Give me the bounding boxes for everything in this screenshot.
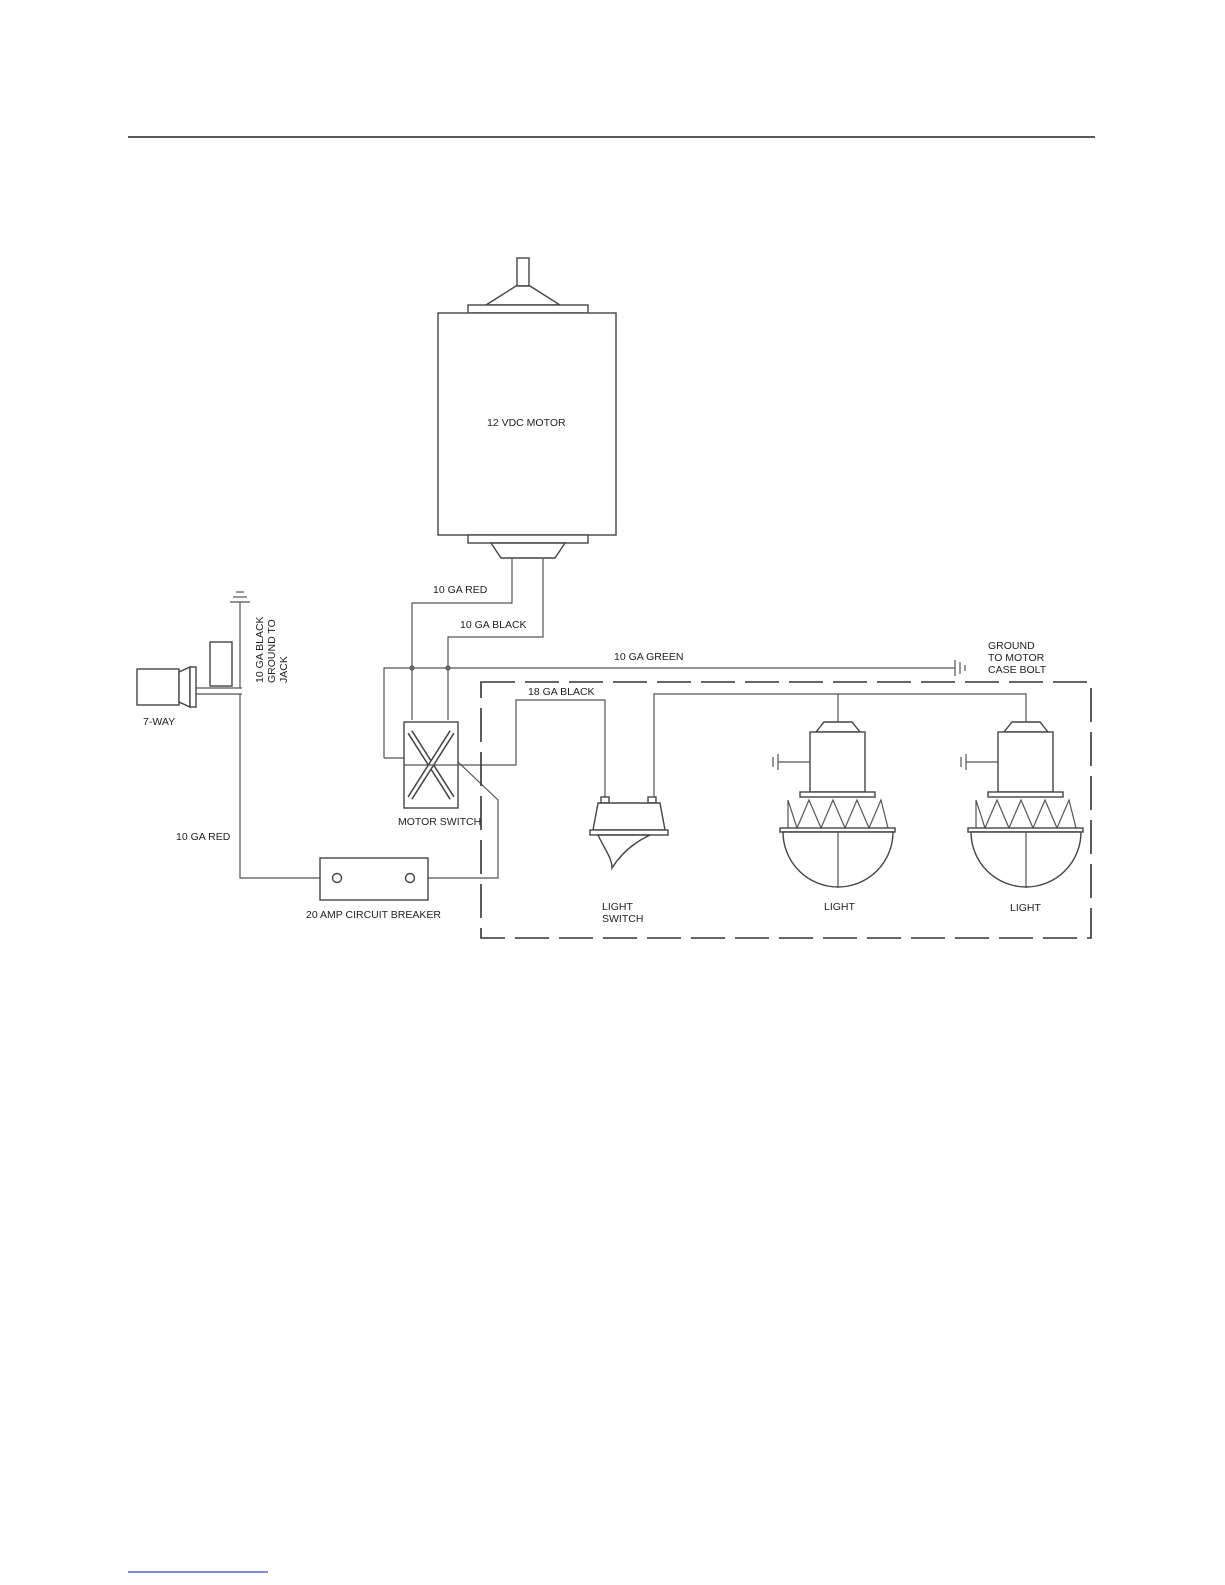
label-10ga-red-top: 10 GA RED [433,584,488,596]
label-ground-motor-3: CASE BOLT [988,664,1047,676]
light-switch-label-1: LIGHT [602,901,634,913]
circuit-breaker-label: 20 AMP CIRCUIT BREAKER [306,909,441,921]
light-switch-label-2: SWITCH [602,913,643,925]
motor-switch: MOTOR SWITCH [398,722,481,828]
wire-10ga-red-left [240,694,320,878]
label-black-ground-2: GROUND TO [266,619,278,683]
label-10ga-green: 10 GA GREEN [614,651,683,663]
light-2-label: LIGHT [1010,902,1042,914]
motor: 12 VDC MOTOR [438,258,616,558]
label-18ga-black: 18 GA BLACK [528,686,595,698]
light-switch: LIGHT SWITCH [590,797,668,925]
label-ground-motor-1: GROUND [988,640,1035,652]
label-black-ground-3: JACK [278,656,290,683]
seven-way-connector: 7-WAY [137,642,242,728]
label-black-ground-1: 10 GA BLACK [254,616,266,683]
light-1: LIGHT [773,722,895,913]
light-1-label: LIGHT [824,901,856,913]
seven-way-label: 7-WAY [143,716,175,728]
wire-10ga-red-top [412,558,512,720]
motor-switch-label: MOTOR SWITCH [398,816,481,828]
label-ground-motor-2: TO MOTOR [988,652,1045,664]
lighting-enclosure [481,682,1091,938]
label-10ga-red-left: 10 GA RED [176,831,231,843]
motor-label: 12 VDC MOTOR [487,417,566,429]
label-10ga-black-top: 10 GA BLACK [460,619,527,631]
light-2: LIGHT [961,722,1083,914]
circuit-breaker: 20 AMP CIRCUIT BREAKER [306,858,441,921]
